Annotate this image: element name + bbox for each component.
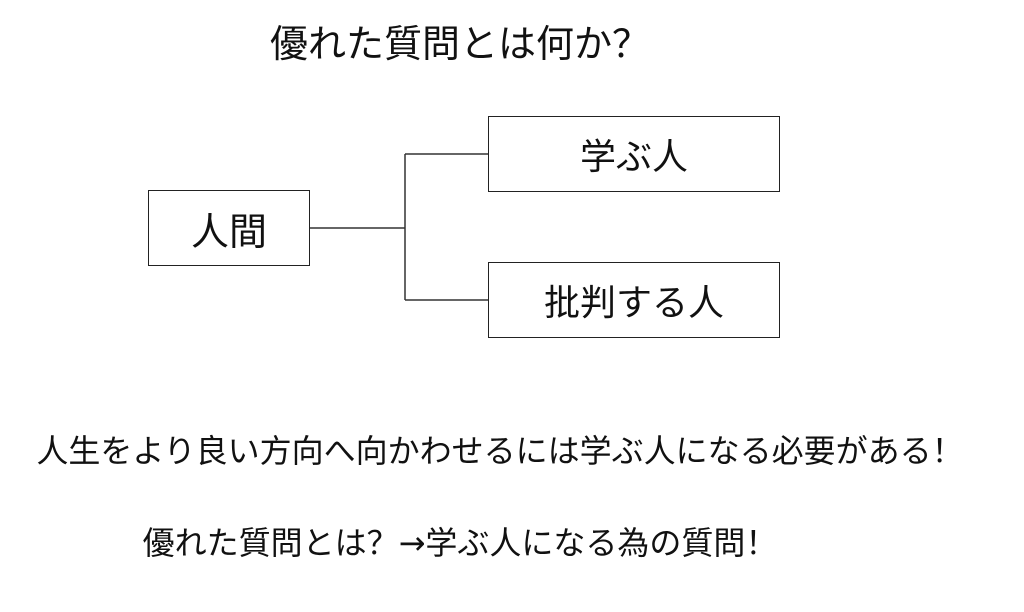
node-learner-label: 学ぶ人 bbox=[579, 137, 688, 178]
node-critic: 批判する人 bbox=[488, 262, 780, 338]
node-critic-label: 批判する人 bbox=[543, 283, 724, 324]
statement-learner-necessity: 人生をより良い方向へ向かわせるには学ぶ人になる必要がある！ bbox=[36, 432, 964, 470]
node-human: 人間 bbox=[148, 190, 310, 266]
node-human-label: 人間 bbox=[190, 209, 267, 254]
page-title: 優れた質問とは何か？ bbox=[269, 22, 650, 66]
statement-good-question-definition: 優れた質問とは？→学ぶ人になる為の質問！ bbox=[142, 524, 778, 562]
node-learner: 学ぶ人 bbox=[488, 116, 780, 192]
